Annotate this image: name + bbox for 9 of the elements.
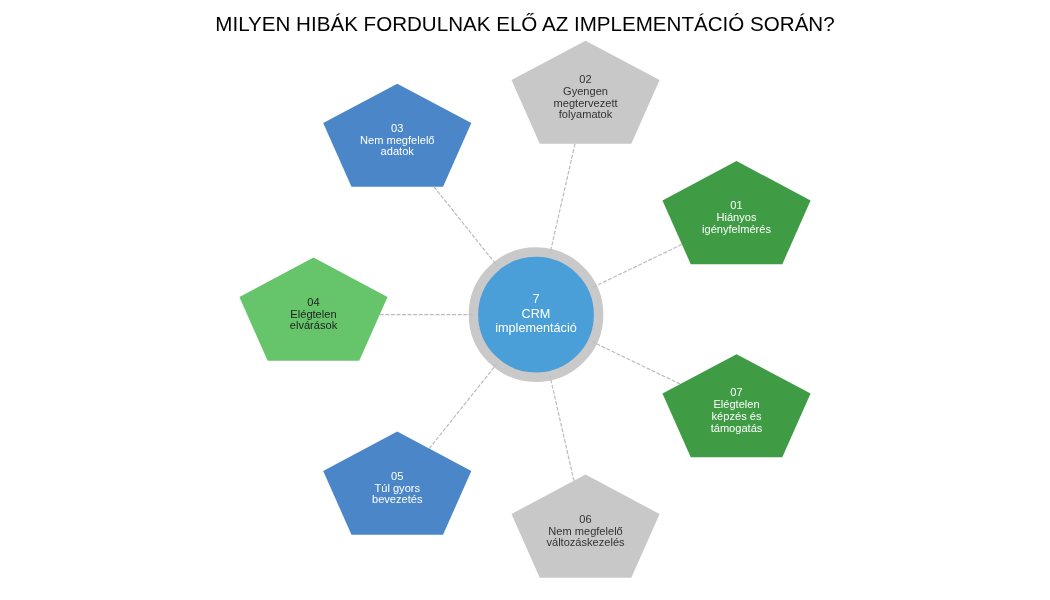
connector: [592, 341, 681, 385]
connector: [549, 375, 575, 482]
connector: [428, 363, 498, 450]
connector: [433, 186, 498, 267]
connector: [591, 243, 683, 289]
connector: [379, 314, 474, 316]
diagram-title: MILYEN HIBÁK FORDULNAK ELŐ AZ IMPLEMENTÁCIÓ SORÁN?: [215, 11, 835, 35]
connector: [549, 143, 576, 255]
node-circle: 7 CRM implementáció: [468, 247, 604, 382]
